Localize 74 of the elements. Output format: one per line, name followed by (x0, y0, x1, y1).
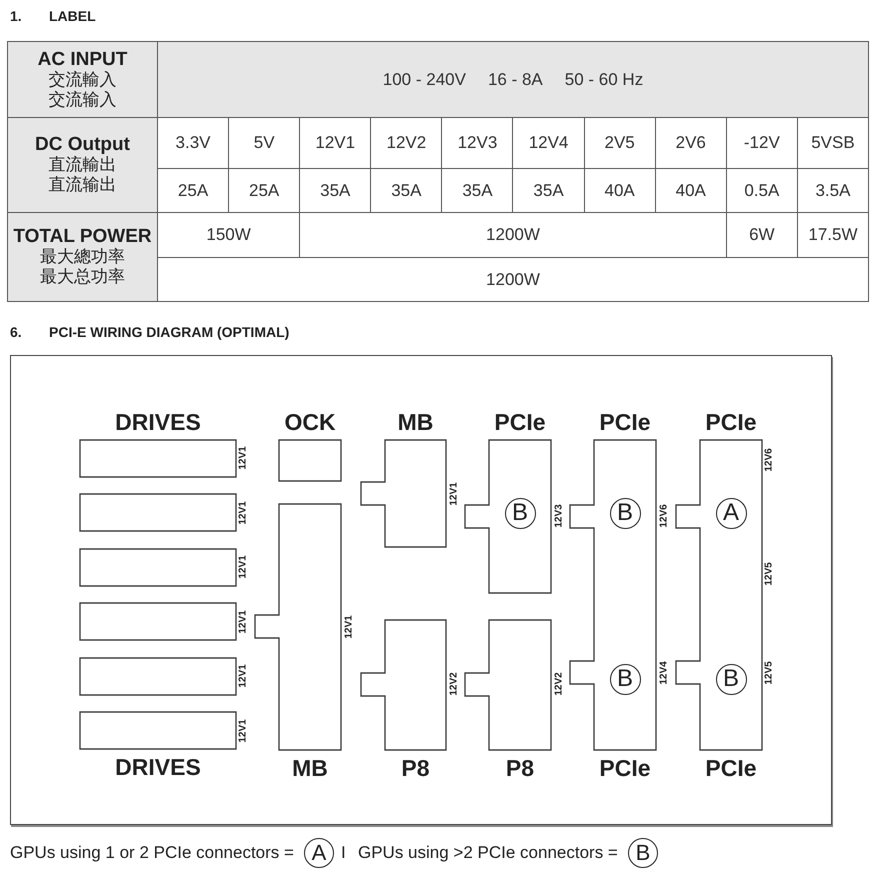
device-label: PCIe (704, 409, 758, 435)
value-text: 25A (249, 180, 280, 200)
row-heading: 最大總功率 (40, 247, 125, 267)
rail-label: 12V6 (658, 504, 670, 528)
value-text: 35A (391, 180, 422, 200)
rail-label: 12V4 (658, 661, 670, 685)
section-heading: PCI-E WIRING DIAGRAM (OPTIMAL) (49, 324, 290, 340)
rail-label: 12V1 (238, 610, 248, 634)
device-label: PCIe (598, 755, 652, 781)
value-text: 17.5W (808, 225, 858, 245)
rail-label: 12V5 (764, 661, 774, 685)
legend-text: GPUs using 1 or 2 PCIe connectors = (10, 843, 294, 863)
row-heading: 直流输出 (48, 175, 116, 195)
value-text: 35A (533, 180, 564, 200)
value-text: 12V3 (458, 133, 498, 153)
device-label: PCIe (704, 755, 758, 781)
row-heading: AC INPUT (38, 50, 128, 70)
device-label: DRIVES (114, 409, 202, 435)
row-heading: DC Output (35, 135, 130, 155)
device-label: P8 (504, 755, 536, 781)
value-text: 12V4 (528, 133, 568, 153)
device-label: PCIe (598, 409, 652, 435)
value-text: 0.5A (744, 180, 780, 200)
rail-label: 12V1 (238, 501, 248, 525)
value-text: 2V5 (604, 133, 635, 153)
device-label: MB (396, 409, 434, 435)
rail-label: 12V6 (764, 448, 774, 472)
value-text: 6W (749, 225, 775, 245)
device-label: DRIVES (114, 754, 202, 780)
value-text: 35A (462, 180, 493, 200)
circled-letter: A (304, 838, 334, 868)
rail-label: 12V1 (448, 482, 460, 506)
value-text: 16 - 8A (488, 70, 543, 90)
device-label: OCK (283, 409, 337, 435)
value-text: 12V2 (386, 133, 426, 153)
legend-text: GPUs using >2 PCIe connectors = (358, 843, 618, 863)
value-text: -12V (744, 133, 780, 153)
separator-text: I (341, 843, 346, 863)
value-text: 12V1 (315, 133, 356, 153)
value-text: 40A (676, 180, 706, 200)
value-text: 3.5A (815, 180, 850, 200)
rail-label: 12V5 (764, 562, 774, 586)
circled-letter: B (628, 838, 658, 868)
row-heading: 交流输入 (48, 90, 116, 110)
value-text: 3.3V (176, 133, 211, 153)
rail-label: 12V2 (448, 672, 460, 696)
rail-label: 12V1 (238, 555, 248, 579)
section-heading: LABEL (49, 8, 96, 24)
value-text: 35A (320, 180, 350, 200)
device-label: P8 (400, 755, 431, 781)
value-text: 40A (604, 180, 635, 200)
rail-label: 12V3 (554, 504, 564, 528)
rail-label: 12V1 (238, 719, 248, 743)
value-text: 1200W (486, 225, 540, 245)
value-text: 1200W (486, 270, 540, 290)
row-heading: 直流輸出 (48, 155, 116, 175)
row-heading: 最大总功率 (40, 267, 125, 287)
value-text: 150W (206, 225, 251, 245)
row-heading: TOTAL POWER (13, 227, 152, 247)
value-text: 25A (178, 180, 208, 200)
device-label: PCIe (493, 409, 547, 435)
rail-label: 12V2 (554, 672, 564, 696)
value-text: 5V (254, 133, 275, 153)
device-label: MB (291, 755, 329, 781)
section-number: 1. (10, 8, 22, 24)
row-heading: 交流輸入 (48, 70, 116, 90)
section-number: 6. (10, 324, 22, 340)
value-text: 50 - 60 Hz (564, 70, 644, 90)
rail-label: 12V1 (344, 615, 354, 639)
rail-label: 12V1 (238, 446, 248, 470)
value-text: 5VSB (811, 133, 855, 153)
value-text: 2V6 (676, 133, 706, 153)
rail-label: 12V1 (238, 664, 248, 688)
value-text: 100 - 240V (382, 70, 466, 90)
